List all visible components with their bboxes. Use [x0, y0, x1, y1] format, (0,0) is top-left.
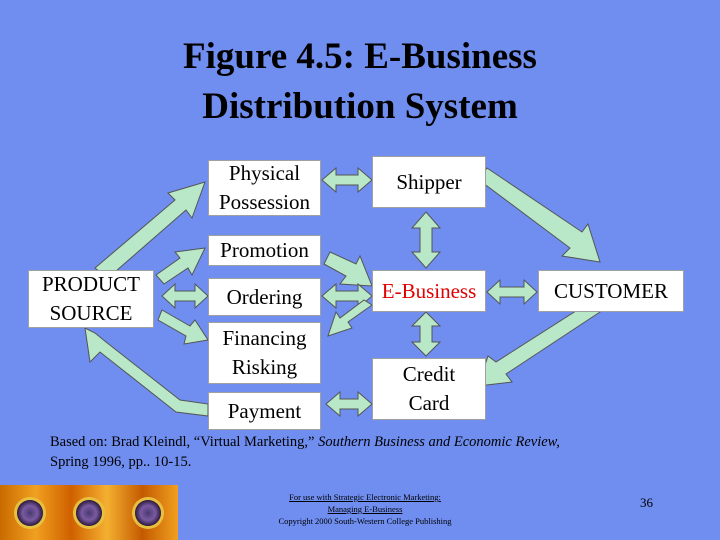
node-promotion: Promotion — [208, 235, 321, 266]
node-ordering: Ordering — [208, 278, 321, 316]
arrow-payment-to-source — [84, 327, 209, 417]
node-financing-risking: Financing Risking — [208, 322, 321, 384]
globe-logo-icon — [119, 485, 178, 540]
arrow-source-to-promotion — [155, 247, 206, 285]
footer-copyright: For use with Strategic Electronic Market… — [230, 491, 500, 527]
arrow-creditcard-to-payment — [325, 390, 373, 418]
arrow-shipper-ebusiness — [410, 211, 442, 269]
arrow-ebusiness-to-financing — [327, 299, 373, 337]
citation-prefix: Based on: Brad Kleindl, “Virtual Marketi… — [50, 434, 319, 450]
citation-journal: Southern Business and Economic Review, — [318, 434, 560, 450]
node-credit-card: Credit Card — [372, 358, 486, 420]
globe-logo-icon — [59, 485, 118, 540]
arrow-financing-to-source — [157, 309, 209, 345]
node-ebusiness: E-Business — [372, 270, 486, 312]
node-payment: Payment — [208, 392, 321, 430]
arrow-promotion-to-ebusiness — [323, 251, 373, 287]
page-number: 36 — [640, 495, 653, 510]
citation: Based on: Brad Kleindl, “Virtual Marketi… — [50, 432, 670, 472]
slide-title: Figure 4.5: E-Business Distribution Syst… — [0, 32, 720, 132]
publisher-logo-strip — [0, 485, 178, 540]
arrow-ebusiness-creditcard — [410, 311, 442, 357]
arrow-source-ordering — [161, 282, 209, 310]
node-product-source: PRODUCT SOURCE — [28, 270, 154, 328]
citation-suffix: Spring 1996, pp.. 10-15. — [50, 454, 192, 470]
node-physical-possession: Physical Possession — [208, 160, 321, 216]
node-customer: CUSTOMER — [538, 270, 684, 312]
arrow-ebusiness-customer — [486, 278, 538, 306]
node-shipper: Shipper — [372, 156, 486, 208]
arrow-source-to-possession — [94, 181, 206, 279]
arrow-customer-to-creditcard — [477, 301, 601, 387]
arrow-shipper-to-customer — [478, 167, 601, 263]
title-line-2: Distribution System — [202, 86, 518, 127]
footer-line-2[interactable]: Managing E-Business — [327, 504, 403, 514]
title-line-1: Figure 4.5: E-Business — [183, 36, 537, 77]
footer-line-1[interactable]: For use with Strategic Electronic Market… — [289, 492, 441, 502]
globe-logo-icon — [0, 485, 59, 540]
arrow-possession-shipper — [321, 166, 373, 194]
footer-line-3: Copyright 2000 South-Western College Pub… — [278, 516, 452, 526]
